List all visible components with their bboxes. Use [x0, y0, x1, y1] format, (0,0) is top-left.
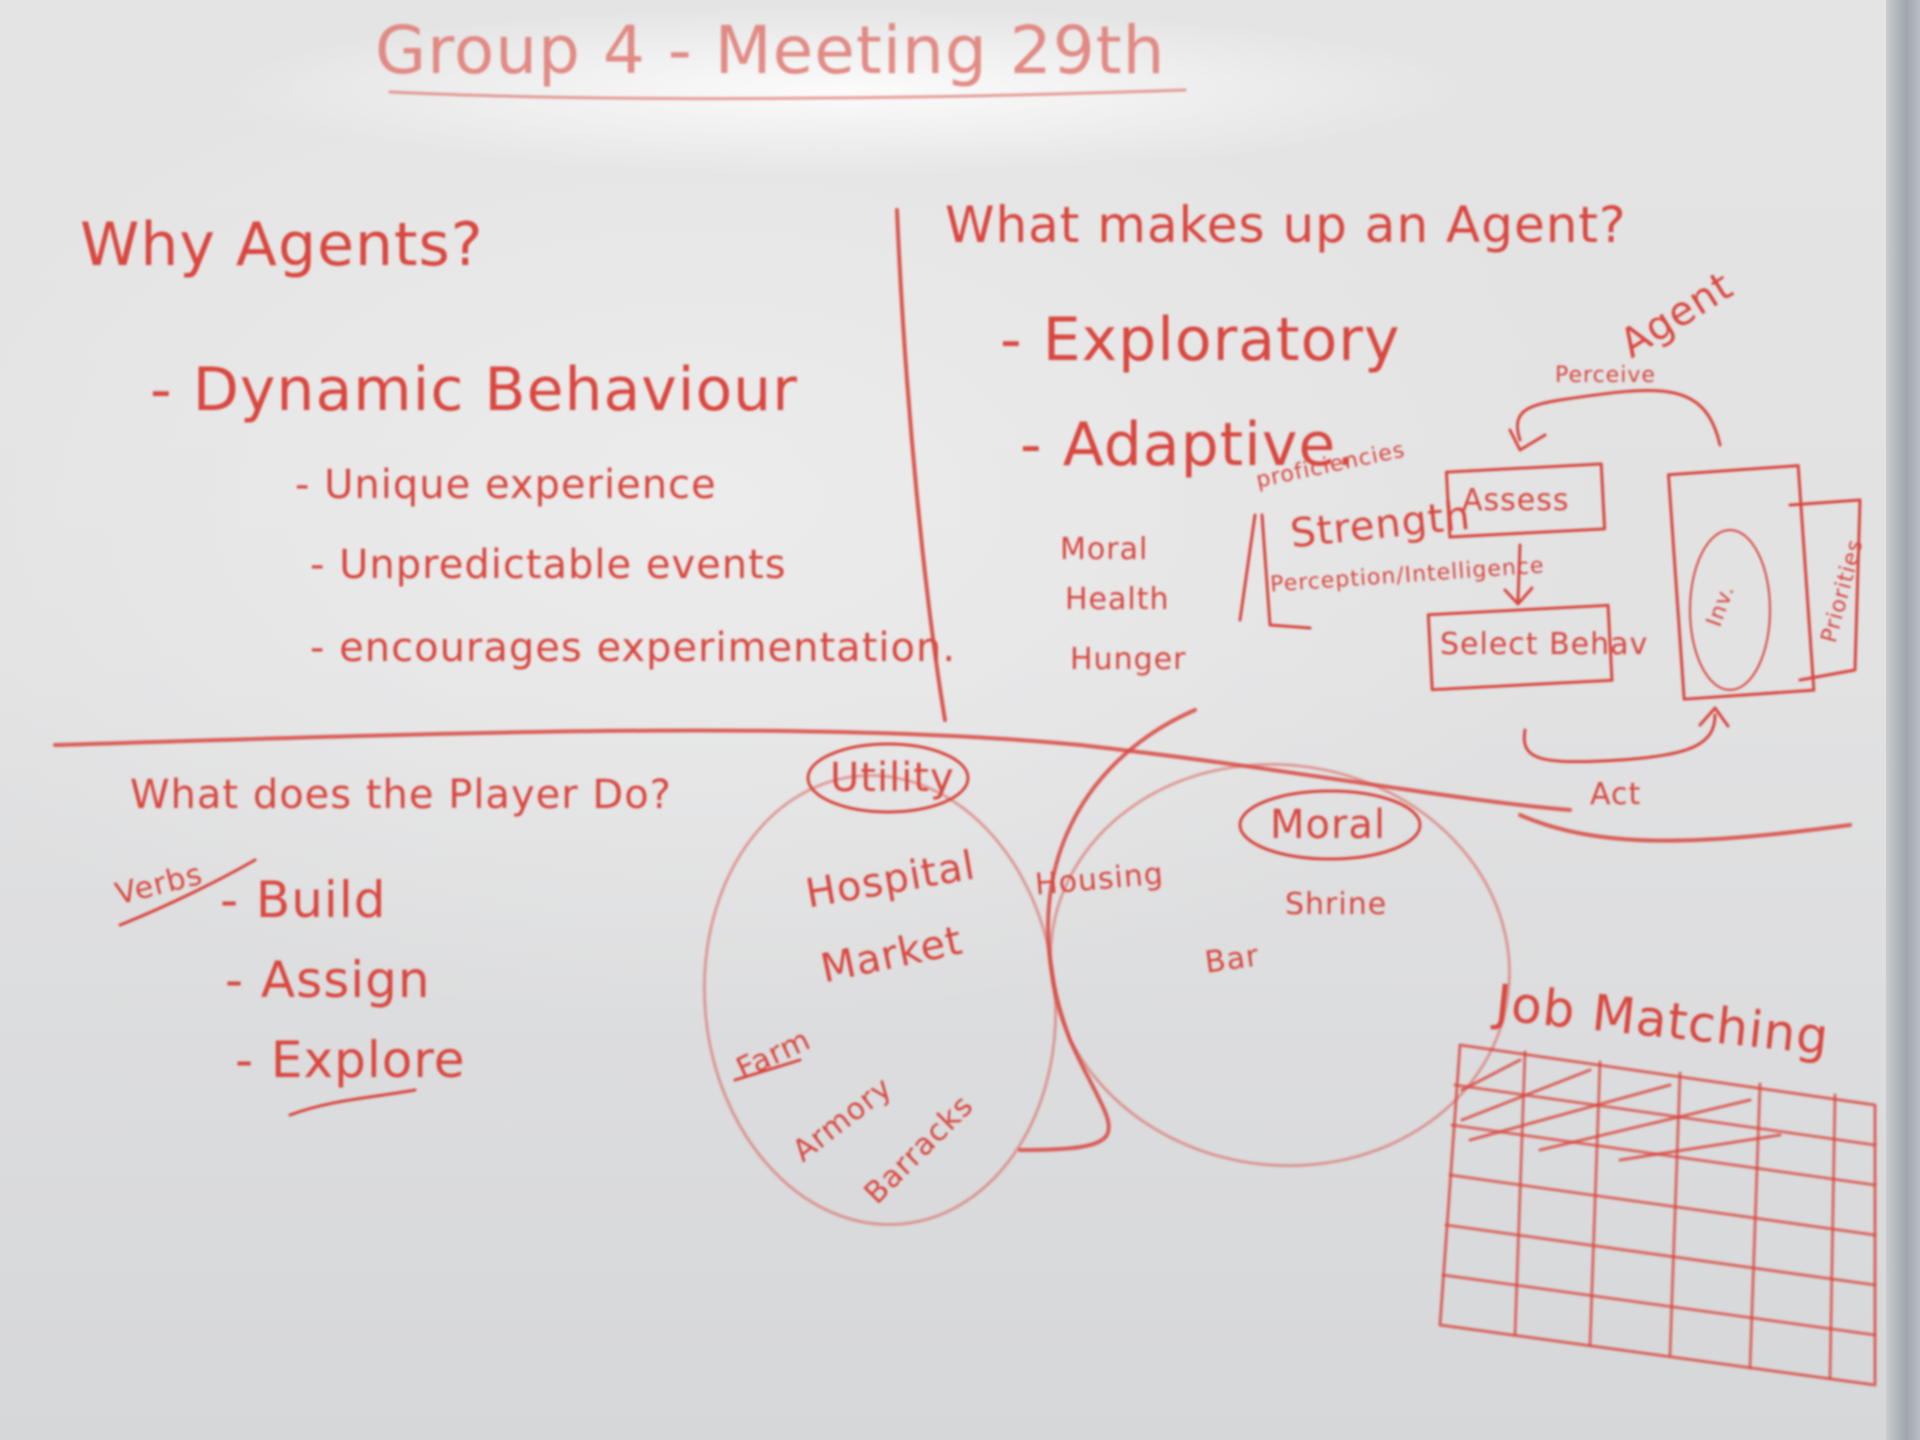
agent-makeup-heading: What makes up an Agent?: [945, 196, 1627, 254]
venn-utility-label: Utility: [830, 755, 955, 801]
horizontal-divider: [53, 728, 1572, 812]
perceive-label: Perceive: [1555, 363, 1656, 388]
verb-build: - Build: [220, 871, 387, 929]
verb-assign: - Assign: [225, 951, 431, 1009]
vertical-divider: [895, 208, 947, 722]
assess-box: [1444, 462, 1607, 539]
title-underline: [388, 88, 1187, 101]
stat-hunger: Hunger: [1070, 642, 1187, 677]
venn-shrine: Shrine: [1285, 887, 1388, 922]
agent-state-box: [1666, 464, 1816, 701]
verb-explore: - Explore: [235, 1031, 466, 1089]
dynamic-behaviour-point: - Dynamic Behaviour: [150, 355, 798, 425]
select-behaviour-box: [1426, 603, 1614, 692]
trait-exploratory: - Exploratory: [1000, 305, 1401, 375]
board-title: Group 4 - Meeting 29th: [375, 12, 1166, 89]
whiteboard-frame: [1886, 0, 1920, 1440]
subpoint-experimentation: - encourages experimentation.: [310, 625, 957, 671]
venn-right-circle: [1049, 762, 1511, 1168]
perceive-arrow: [1515, 389, 1722, 447]
trait-adaptive: - Adaptive.: [1020, 410, 1357, 480]
subpoint-unique: - Unique experience: [295, 462, 717, 508]
act-arrow: [1522, 713, 1717, 764]
venn-moral-label: Moral: [1270, 802, 1387, 848]
utility-circle: [806, 742, 970, 814]
act-label: Act: [1590, 777, 1642, 812]
why-agents-heading: Why Agents?: [80, 210, 484, 280]
job-matching-grid: [1438, 1043, 1877, 1387]
stat-moral: Moral: [1060, 532, 1149, 567]
stat-health: Health: [1065, 582, 1170, 617]
venn-center-overlap: [1018, 708, 1197, 1152]
select-behaviour-label: Select Behav: [1440, 627, 1649, 662]
venn-bar: Bar: [1202, 938, 1262, 981]
assess-label: Assess: [1462, 483, 1570, 518]
player-heading: What does the Player Do?: [130, 772, 672, 818]
subpoint-unpredictable: - Unpredictable events: [310, 542, 787, 588]
moral-circle: [1238, 789, 1422, 861]
